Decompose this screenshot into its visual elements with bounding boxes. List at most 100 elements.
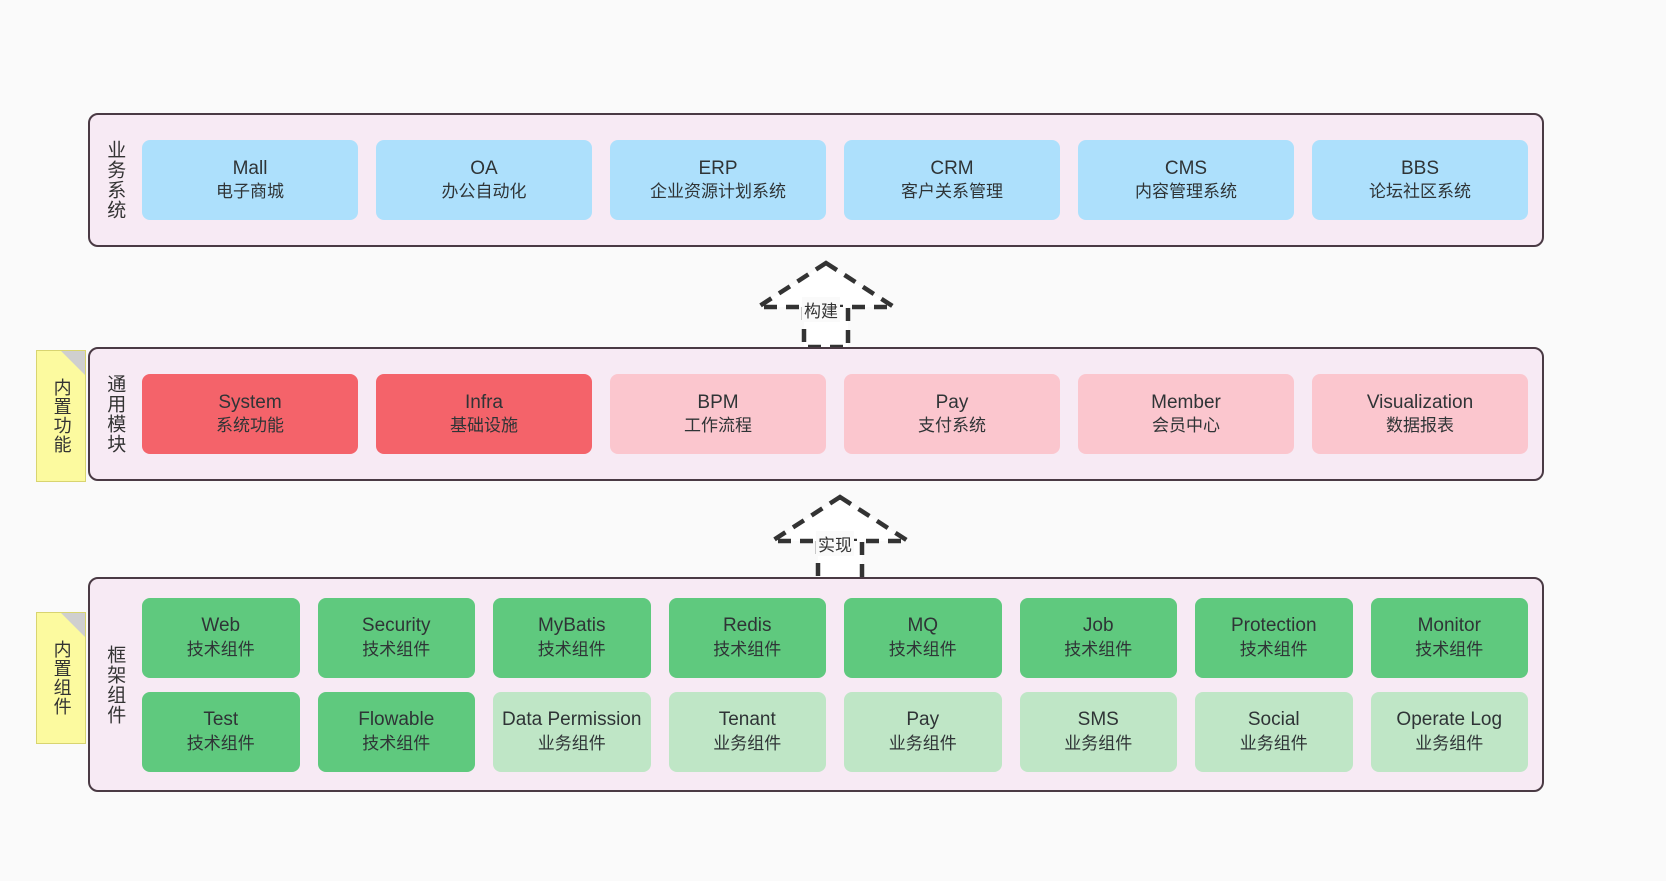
connector-build-label: 构建 <box>802 297 840 322</box>
sticky-note-builtin-features: 内置功能 <box>36 350 86 482</box>
module-card-infra[interactable]: Infra 基础设施 <box>376 374 592 454</box>
card-subtitle-cn: 论坛社区系统 <box>1369 182 1471 202</box>
card-title-en: Pay <box>935 391 969 413</box>
card-title-en: BPM <box>697 391 739 413</box>
card-title-en: Job <box>1082 615 1114 637</box>
business-card-erp[interactable]: ERP 企业资源计划系统 <box>610 140 826 220</box>
card-title-en: CRM <box>930 157 974 179</box>
card-title-en: Visualization <box>1366 391 1474 413</box>
layer-modules-caption: 通用模块 <box>104 374 126 454</box>
card-title-en: Protection <box>1230 615 1317 637</box>
connector-build-arrow <box>756 260 896 349</box>
card-subtitle-cn: 技术组件 <box>1415 639 1484 659</box>
layer-common-modules: 通用模块 System 系统功能 Infra 基础设施 BPM 工作流程 Pay 支付系统 Me… <box>88 347 1544 481</box>
module-card-visualization[interactable]: Visualization 数据报表 <box>1312 374 1528 454</box>
card-subtitle-cn: 电子商城 <box>216 182 284 202</box>
card-subtitle-cn: 内容管理系统 <box>1135 182 1237 202</box>
card-subtitle-cn: 业务组件 <box>537 733 606 753</box>
card-title-en: Operate Log <box>1396 709 1503 731</box>
card-title-en: System <box>218 391 282 413</box>
card-title-en: MQ <box>907 615 939 637</box>
connector-implement-arrow <box>770 494 910 583</box>
module-card-row: System 系统功能 Infra 基础设施 BPM 工作流程 Pay 支付系统 Member 会… <box>142 374 1528 454</box>
card-title-en: SMS <box>1077 709 1119 731</box>
layer-modules-body: System 系统功能 Infra 基础设施 BPM 工作流程 Pay 支付系统 Member 会… <box>138 349 1542 479</box>
card-subtitle-cn: 基础设施 <box>450 416 518 436</box>
connector-build: 构建 <box>756 259 896 349</box>
card-subtitle-cn: 技术组件 <box>537 639 606 659</box>
card-title-en: Data Permission <box>502 709 642 731</box>
card-subtitle-cn: 技术组件 <box>713 639 782 659</box>
card-title-en: Test <box>203 709 239 731</box>
module-card-member[interactable]: Member 会员中心 <box>1078 374 1294 454</box>
business-card-bbs[interactable]: BBS 论坛社区系统 <box>1312 140 1528 220</box>
card-subtitle-cn: 支付系统 <box>918 416 986 436</box>
card-title-en: CMS <box>1164 157 1208 179</box>
card-title-en: OA <box>470 157 498 179</box>
sticky-note-builtin-components: 内置组件 <box>36 612 86 744</box>
module-card-pay[interactable]: Pay 支付系统 <box>844 374 1060 454</box>
card-title-en: ERP <box>698 157 738 179</box>
module-card-bpm[interactable]: BPM 工作流程 <box>610 374 826 454</box>
layer-business-caption: 业务系统 <box>104 140 126 220</box>
card-subtitle-cn: 技术组件 <box>186 639 255 659</box>
card-title-en: Mall <box>232 157 268 179</box>
layer-framework-caption: 框架组件 <box>104 644 126 725</box>
sticky-note-builtin-features-label: 内置功能 <box>51 378 72 454</box>
business-card-mall[interactable]: Mall 电子商城 <box>142 140 358 220</box>
card-subtitle-cn: 技术组件 <box>362 733 431 753</box>
card-title-en: Web <box>201 615 241 637</box>
card-title-en: Infra <box>464 391 504 413</box>
connector-implement-label: 实现 <box>816 531 854 556</box>
card-subtitle-cn: 技术组件 <box>186 733 255 753</box>
card-subtitle-cn: 业务组件 <box>713 733 782 753</box>
card-subtitle-cn: 办公自动化 <box>441 182 527 202</box>
card-title-en: Monitor <box>1417 615 1481 637</box>
card-subtitle-cn: 数据报表 <box>1386 416 1454 436</box>
card-title-en: Member <box>1151 391 1221 413</box>
card-title-en: BBS <box>1400 157 1440 179</box>
card-subtitle-cn: 业务组件 <box>1064 733 1133 753</box>
card-subtitle-cn: 会员中心 <box>1152 416 1220 436</box>
business-card-oa[interactable]: OA 办公自动化 <box>376 140 592 220</box>
card-subtitle-cn: 工作流程 <box>684 416 752 436</box>
card-title-en: MyBatis <box>537 615 606 637</box>
card-title-en: Security <box>361 615 431 637</box>
card-title-en: Tenant <box>718 709 776 731</box>
card-title-en: Pay <box>906 709 940 731</box>
sticky-note-builtin-components-label: 内置组件 <box>51 640 72 716</box>
card-subtitle-cn: 系统功能 <box>216 416 284 436</box>
connector-implement: 实现 <box>770 493 910 583</box>
module-card-system[interactable]: System 系统功能 <box>142 374 358 454</box>
card-subtitle-cn: 业务组件 <box>1239 733 1308 753</box>
business-card-cms[interactable]: CMS 内容管理系统 <box>1078 140 1294 220</box>
card-subtitle-cn: 技术组件 <box>888 639 957 659</box>
card-subtitle-cn: 企业资源计划系统 <box>650 182 786 202</box>
card-subtitle-cn: 技术组件 <box>1064 639 1133 659</box>
card-title-en: Flowable <box>358 709 435 731</box>
